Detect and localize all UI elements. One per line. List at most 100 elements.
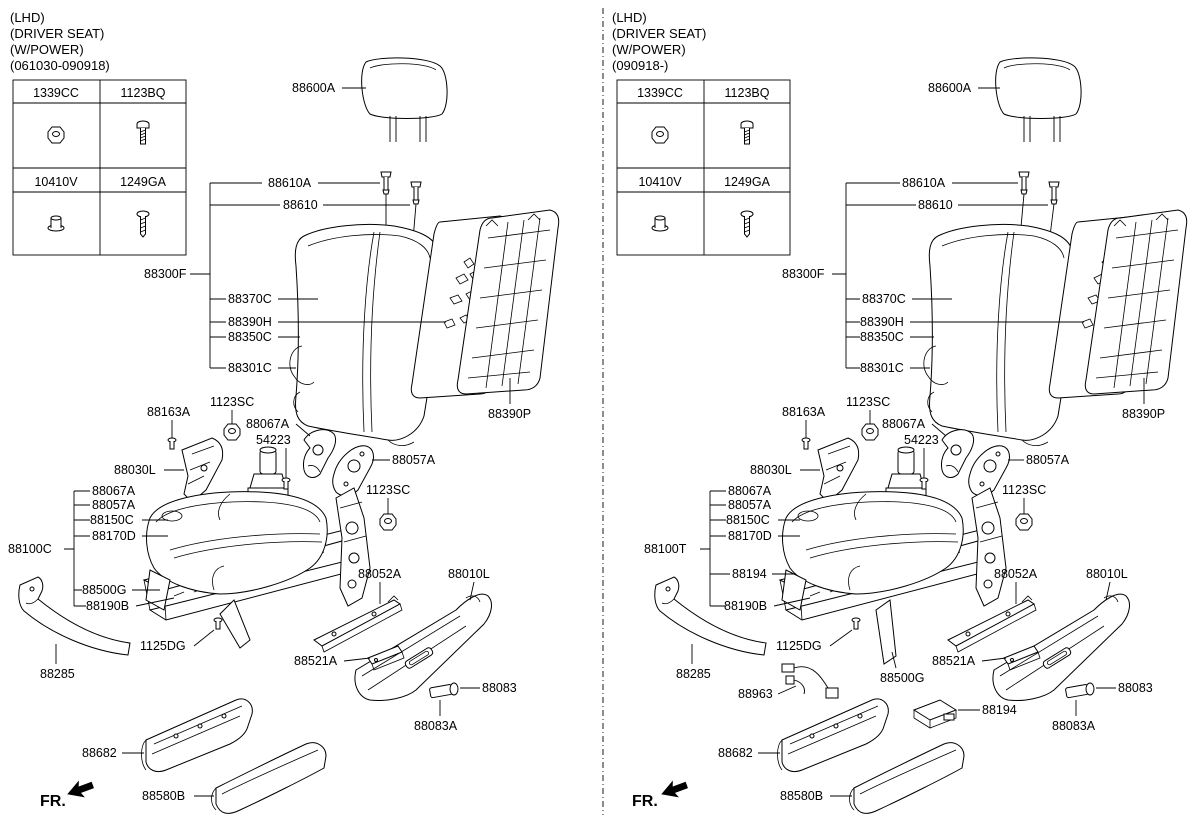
label-88521a: 88521A: [932, 654, 976, 668]
right-header-line-4: (090918-): [612, 58, 668, 73]
label-88067a-cush: 88067A: [728, 484, 772, 498]
left-fastener-1249ga: 1249GA: [120, 175, 167, 189]
label-88170d: 88170D: [92, 529, 136, 543]
side-cover-88052a-part: [313, 595, 403, 653]
label-88500g: 88500G: [880, 671, 924, 685]
label-1125dg: 1125DG: [776, 639, 822, 653]
label-88682: 88682: [82, 746, 117, 760]
label-88610: 88610: [283, 198, 318, 212]
label-88067a-cush: 88067A: [92, 484, 136, 498]
label-88190b: 88190B: [86, 599, 129, 613]
label-88301c: 88301C: [860, 361, 904, 375]
label-88390p: 88390P: [488, 407, 531, 421]
label-88390h: 88390H: [860, 315, 904, 329]
headrest-guide-a-part: [1018, 171, 1030, 195]
label-88190b: 88190B: [724, 599, 767, 613]
label-54223: 54223: [904, 433, 939, 447]
label-88390p: 88390P: [1122, 407, 1165, 421]
headrest-guide-a-part: [380, 171, 392, 195]
label-88500g: 88500G: [82, 583, 126, 597]
right-fastener-1249ga: 1249GA: [724, 175, 771, 189]
label-1123sc-2: 1123SC: [1002, 483, 1046, 497]
left-header-line-3: (W/POWER): [10, 42, 84, 57]
right-header-line-3: (W/POWER): [612, 42, 686, 57]
label-88163a: 88163A: [147, 405, 191, 419]
label-1123sc-1: 1123SC: [210, 395, 254, 409]
label-88057a-cush: 88057A: [728, 498, 772, 512]
lower-trim-88580b-part: [211, 742, 327, 814]
left-fastener-10410v: 10410V: [34, 175, 78, 189]
label-88301c: 88301C: [228, 361, 272, 375]
hex-bolt-icon: [136, 120, 150, 145]
headrest-guide-part: [1048, 181, 1060, 205]
label-88610a: 88610A: [268, 176, 312, 190]
label-88057a-top: 88057A: [392, 453, 436, 467]
left-header-line-4: (061030-090918): [10, 58, 110, 73]
clip-nut-icon: [651, 215, 669, 232]
label-88170d: 88170D: [728, 529, 772, 543]
right-fastener-10410v: 10410V: [638, 175, 682, 189]
headrest-part: [361, 57, 448, 143]
harness-88963-part: [781, 663, 839, 699]
hex-bolt-icon: [740, 120, 754, 145]
right-fastener-1123bq: 1123BQ: [725, 86, 770, 100]
label-88610a: 88610A: [902, 176, 946, 190]
front-direction-label: FR.: [632, 793, 658, 810]
label-88150c: 88150C: [726, 513, 770, 527]
label-88390h: 88390H: [228, 315, 272, 329]
label-88300f: 88300F: [782, 267, 825, 281]
label-88370c: 88370C: [228, 292, 272, 306]
label-88285: 88285: [676, 667, 711, 681]
label-88057a-top: 88057A: [1026, 453, 1070, 467]
knob-88083-part: [428, 682, 459, 699]
label-88010l: 88010L: [448, 567, 490, 581]
label-54223: 54223: [256, 433, 291, 447]
recliner-mechanism-part: [971, 487, 1007, 607]
flange-nut-icon: [47, 126, 65, 144]
label-88067a-top: 88067A: [882, 417, 926, 431]
label-88963: 88963: [738, 687, 773, 701]
right-fastener-table: 1339CC 1123BQ 10410V 1249GA: [616, 79, 791, 256]
label-88350c: 88350C: [860, 330, 904, 344]
label-88052a: 88052A: [358, 567, 402, 581]
right-panel: (LHD) (DRIVER SEAT) (W/POWER) (090918-) …: [612, 10, 1188, 814]
label-1123sc-2: 1123SC: [366, 483, 410, 497]
label-88083a: 88083A: [1052, 719, 1096, 733]
label-88285: 88285: [40, 667, 75, 681]
label-88150c: 88150C: [90, 513, 134, 527]
seatback-part: [923, 223, 1075, 447]
left-header-line-2: (DRIVER SEAT): [10, 26, 104, 41]
label-88300f: 88300F: [144, 267, 187, 281]
label-88100c: 88100C: [8, 542, 52, 556]
label-88083a: 88083A: [414, 719, 458, 733]
headrest-guide-part: [410, 181, 422, 205]
label-88350c: 88350C: [228, 330, 272, 344]
front-arrow-icon: [658, 777, 690, 802]
recliner-cover-part: [940, 429, 975, 478]
recliner-cover-part: [302, 429, 337, 478]
clip-nut-icon: [47, 215, 65, 232]
label-88194-module: 88194: [982, 703, 1017, 717]
flange-nut-icon: [651, 126, 669, 144]
label-88682: 88682: [718, 746, 753, 760]
seatback-part: [289, 223, 441, 447]
label-88600a: 88600A: [292, 81, 336, 95]
right-header-line-2: (DRIVER SEAT): [612, 26, 706, 41]
knob-88083-part: [1064, 682, 1095, 699]
lower-trim-88580b-part: [849, 742, 965, 814]
label-88100t: 88100T: [644, 542, 687, 556]
side-cover-88052a-part: [947, 595, 1037, 653]
recliner-mechanism-part: [335, 487, 371, 607]
label-88067a-top: 88067A: [246, 417, 290, 431]
label-88600a: 88600A: [928, 81, 972, 95]
left-header-line-1: (LHD): [10, 10, 45, 25]
label-88521a: 88521A: [294, 654, 338, 668]
right-header-line-1: (LHD): [612, 10, 647, 25]
label-88057a-cush: 88057A: [92, 498, 136, 512]
label-88052a: 88052A: [994, 567, 1038, 581]
label-88370c: 88370C: [862, 292, 906, 306]
lower-trim-88682-part: [777, 698, 889, 773]
label-88010l: 88010L: [1086, 567, 1128, 581]
tapping-screw-icon: [740, 210, 754, 238]
